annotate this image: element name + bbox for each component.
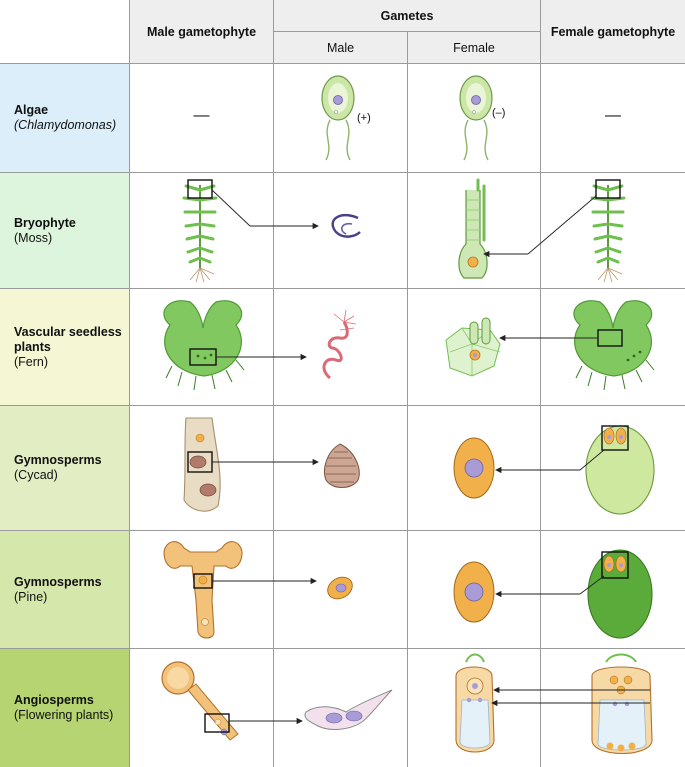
header-female-label: Female	[453, 40, 495, 55]
moss-male-arrow	[211, 189, 251, 227]
fern-male-gametophyte	[163, 300, 245, 391]
row-subtitle: (Flowering plants)	[14, 708, 114, 722]
angiosperm-sperm-cells	[304, 689, 393, 730]
header-gametes: Gametes	[274, 0, 540, 31]
row-title: Vascular seedless plants	[14, 324, 122, 354]
algae-female-gametophyte-none: —	[605, 107, 621, 124]
algae-female-mating-type: (–)	[492, 107, 506, 119]
header-male-label: Male	[326, 40, 355, 55]
algae-male-mating-type: (+)	[357, 112, 371, 124]
algae-male-gametophyte-none: —	[193, 107, 210, 124]
angiosperm-embryo-sac-female-gamete	[455, 653, 495, 753]
row-label-pine: Gymnosperms (Pine)	[0, 531, 129, 648]
header-male: Male	[274, 32, 407, 63]
header-gametes-label: Gametes	[380, 8, 434, 23]
moss-sperm	[331, 213, 361, 238]
row-subtitle: (Cycad)	[14, 468, 58, 482]
cycad-female-gametophyte	[585, 425, 655, 515]
row-title: Algae	[14, 103, 49, 117]
angiosperm-female-gametophyte	[591, 653, 653, 755]
row-label-bryophyte: Bryophyte (Moss)	[0, 173, 129, 288]
moss-female-gametophyte	[590, 179, 626, 283]
fern-archegonium	[445, 317, 501, 377]
row-subtitle: (Moss)	[14, 230, 53, 245]
header-male-gametophyte-label: Male gametophyte	[146, 24, 257, 39]
row-subtitle: (Pine)	[14, 589, 48, 604]
row-label-angiosperm: Angiosperms (Flowering plants)	[0, 649, 129, 767]
pine-male-gametophyte	[163, 541, 243, 639]
row-title: Gymnosperms	[14, 453, 102, 467]
row-title: Angiosperms	[14, 693, 94, 707]
pollen-grain-tube	[161, 661, 239, 741]
pine-egg	[453, 561, 495, 623]
row-label-cycad: Gymnosperms (Cycad)	[0, 406, 129, 530]
fern-female-gametophyte	[573, 300, 655, 391]
row-label-algae: Algae (Chlamydomonas)	[0, 64, 129, 172]
row-subtitle: (Fern)	[14, 354, 49, 369]
fern-sperm	[322, 309, 357, 380]
row-subtitle: (Chlamydomonas)	[14, 118, 117, 132]
row-title: Gymnosperms	[14, 574, 102, 589]
header-female-gametophyte-label: Female gametophyte	[550, 24, 676, 39]
header-female: Female	[408, 32, 540, 63]
chlamydomonas-female-gamete	[459, 75, 493, 161]
chlamydomonas-male-gamete	[321, 75, 355, 161]
moss-archegonium	[458, 178, 488, 279]
cycad-egg	[453, 437, 495, 499]
pine-female-gametophyte	[587, 549, 653, 639]
row-title: Bryophyte	[14, 215, 76, 230]
moss-male-gametophyte	[182, 179, 218, 283]
header-male-gametophyte: Male gametophyte	[130, 0, 273, 63]
row-label-fern: Vascular seedless plants (Fern)	[0, 289, 129, 405]
moss-female-arrow	[527, 195, 597, 255]
header-female-gametophyte: Female gametophyte	[541, 0, 685, 63]
cycad-female-arrow	[579, 449, 605, 471]
pine-sperm	[327, 576, 353, 600]
cycad-sperm	[324, 443, 360, 488]
pine-female-arrow	[579, 575, 605, 595]
cycad-male-gametophyte	[183, 417, 221, 512]
